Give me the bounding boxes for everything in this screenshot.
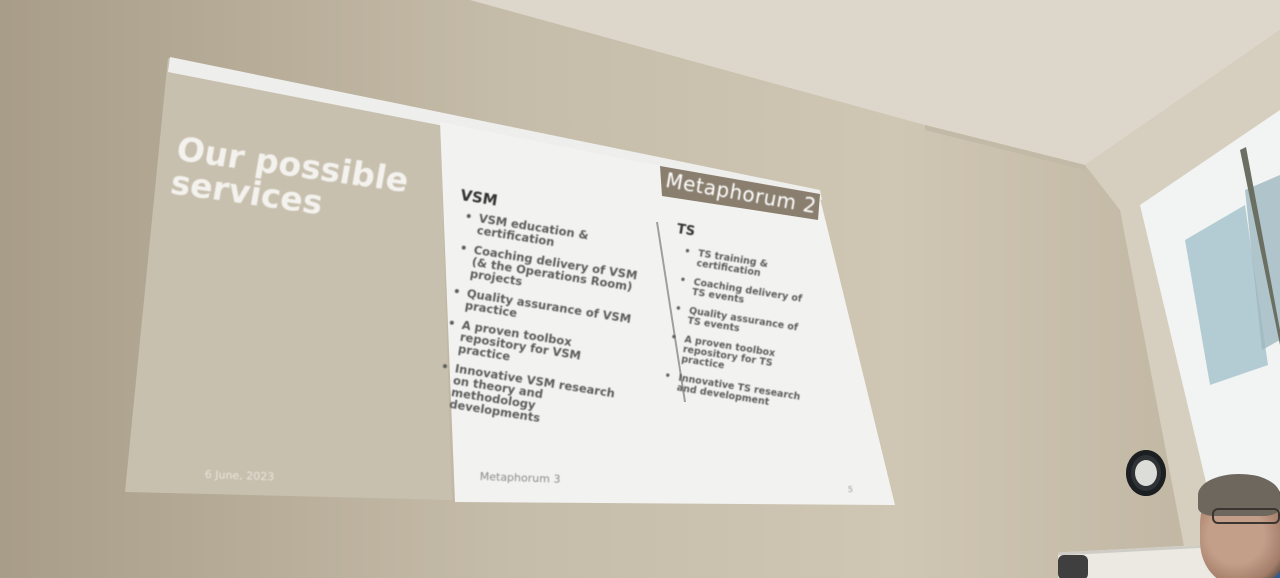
vsm-list: VSM education & certification Coaching d…	[433, 210, 653, 445]
slide-footer: Metaphorum 3	[479, 470, 561, 486]
slide-page-number: 5	[847, 485, 854, 495]
wall-clock	[1126, 450, 1166, 496]
slide-date: 6 June, 2023	[204, 468, 275, 484]
ts-list: TS training & certification Coaching del…	[661, 247, 824, 422]
glasses	[1212, 508, 1280, 524]
desk-object	[1058, 555, 1088, 578]
ts-heading: TS	[675, 222, 697, 240]
